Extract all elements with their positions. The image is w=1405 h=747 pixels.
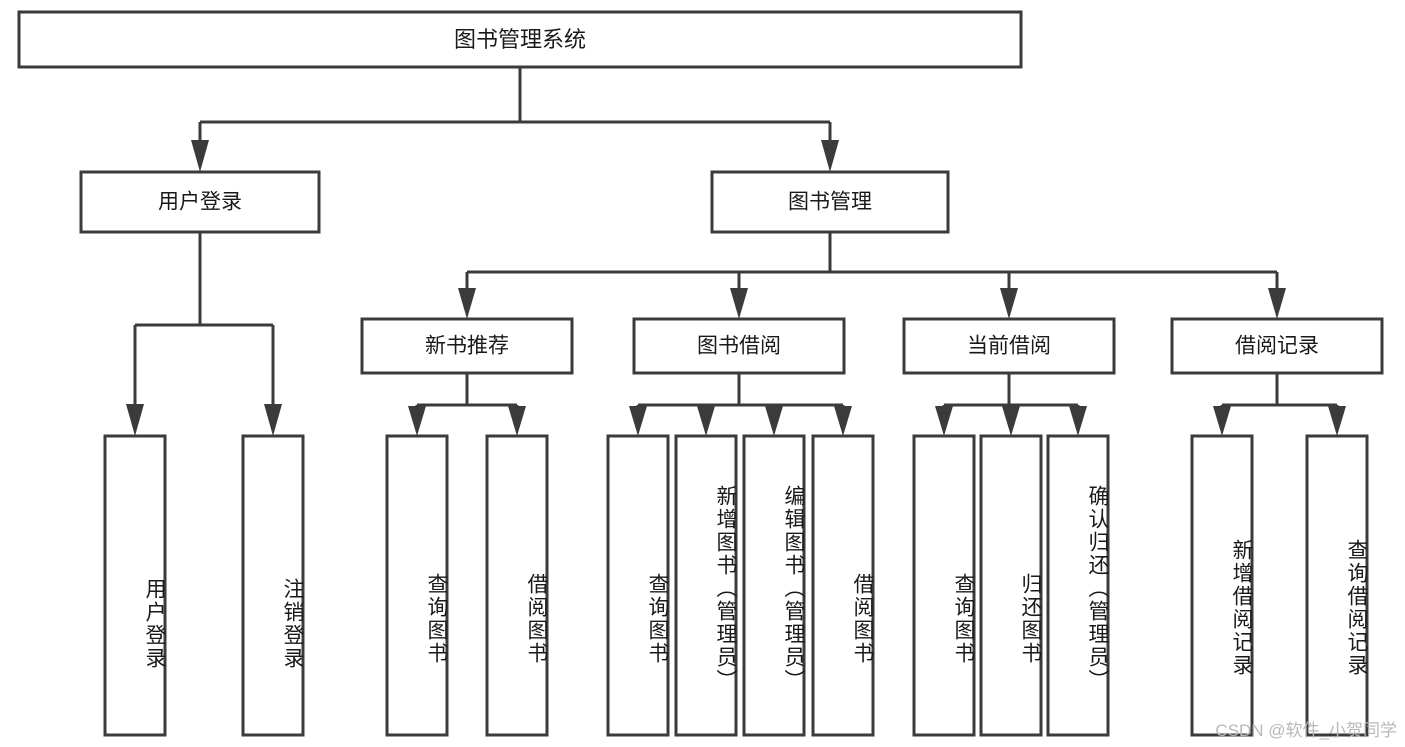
node-current-borrow-label: 当前借阅: [967, 335, 1051, 358]
watermark-text: CSDN @软件_小贺同学: [1215, 721, 1397, 740]
arrow-bookmgmt-c4: [1268, 288, 1286, 319]
leaf-box-record-query[interactable]: [1305, 434, 1369, 737]
leaf-box-borrow-add[interactable]: [674, 434, 738, 737]
arrow-borrow-l3: [765, 406, 783, 436]
arrow-record-l1: [1213, 406, 1231, 436]
node-borrow-record-label: 借阅记录: [1235, 335, 1319, 358]
node-book-borrow-box[interactable]: [632, 317, 846, 375]
node-book-management-box[interactable]: [710, 170, 950, 234]
leaf-box-newbook-query[interactable]: [385, 434, 449, 737]
arrow-current-l3: [1069, 406, 1087, 436]
leaf-box-newbook-borrow[interactable]: [485, 434, 549, 737]
node-new-book-recommend-box[interactable]: [360, 317, 574, 375]
node-book-borrow[interactable]: 图书借阅: [632, 317, 846, 375]
arrow-root-to-user: [191, 140, 209, 172]
node-root[interactable]: 图书管理系统: [17, 10, 1023, 69]
leaf-box-current-query[interactable]: [912, 434, 976, 737]
leaf-box-current-confirm[interactable]: [1046, 434, 1110, 737]
node-user-login-box[interactable]: [79, 170, 321, 234]
node-new-book-recommend-label: 新书推荐: [425, 335, 509, 358]
arrow-user-leaf2: [264, 404, 282, 436]
arrow-current-l2: [1002, 406, 1020, 436]
node-user-login[interactable]: 用户登录: [79, 170, 321, 234]
leaf-box-current-return[interactable]: [979, 434, 1043, 737]
leaf-box-borrow-lend[interactable]: [811, 434, 875, 737]
leaf-box-borrow-query[interactable]: [606, 434, 670, 737]
arrow-record-l2: [1328, 406, 1346, 436]
arrow-user-leaf1: [126, 404, 144, 436]
connector-layer: [126, 67, 1346, 436]
arrow-bookmgmt-c3: [1000, 288, 1018, 319]
arrow-newbook-l2: [508, 406, 526, 436]
leaf-box-borrow-edit[interactable]: [742, 434, 806, 737]
arrow-borrow-l2: [697, 406, 715, 436]
leaf-box-record-add[interactable]: [1190, 434, 1254, 737]
arrow-borrow-l1: [629, 406, 647, 436]
node-borrow-record[interactable]: 借阅记录: [1170, 317, 1384, 375]
arrow-borrow-l4: [834, 406, 852, 436]
arrow-current-l1: [935, 406, 953, 436]
leaf-box-user-login[interactable]: [103, 434, 167, 737]
arrow-newbook-l1: [408, 406, 426, 436]
node-current-borrow[interactable]: 当前借阅: [902, 317, 1116, 375]
node-root-box[interactable]: [17, 10, 1023, 69]
node-book-management-label: 图书管理: [788, 191, 872, 214]
node-current-borrow-box[interactable]: [902, 317, 1116, 375]
node-book-borrow-label: 图书借阅: [697, 335, 781, 358]
arrow-bookmgmt-c1: [458, 288, 476, 319]
leaf-box-layer: [103, 434, 1369, 737]
node-book-management[interactable]: 图书管理: [710, 170, 950, 234]
node-borrow-record-box[interactable]: [1170, 317, 1384, 375]
leaf-box-user-logout[interactable]: [241, 434, 305, 737]
arrow-root-to-bookmgmt: [821, 140, 839, 172]
node-root-label: 图书管理系统: [454, 27, 586, 52]
node-user-login-label: 用户登录: [158, 191, 242, 214]
arrow-bookmgmt-c2: [730, 288, 748, 319]
node-new-book-recommend[interactable]: 新书推荐: [360, 317, 574, 375]
